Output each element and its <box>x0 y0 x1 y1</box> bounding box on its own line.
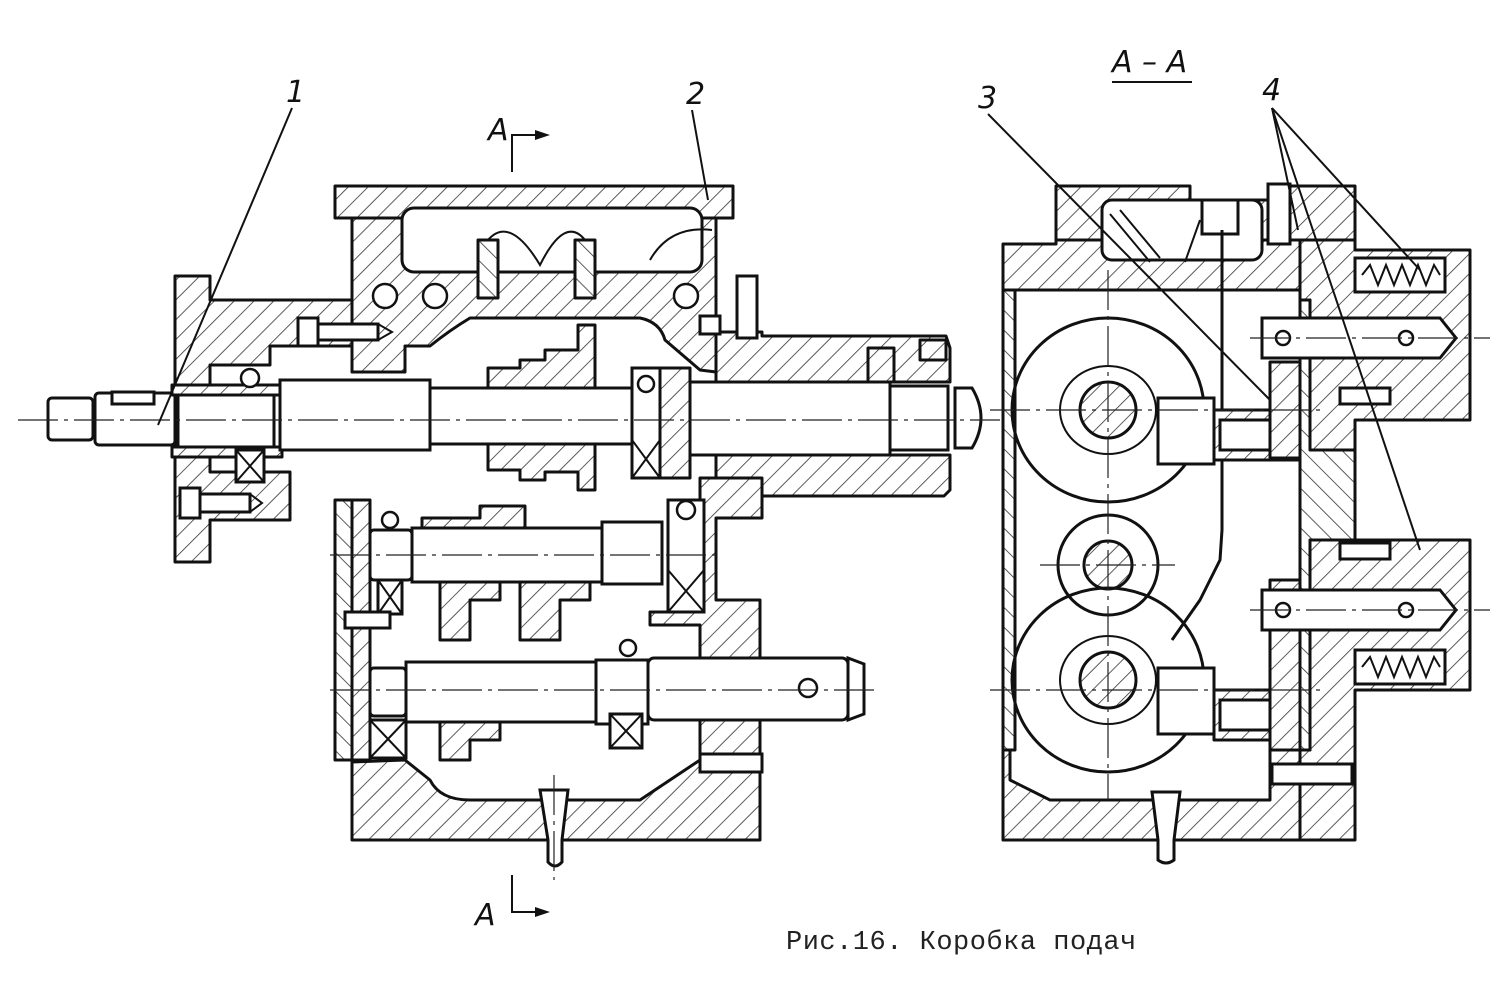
callout-2: 2 <box>686 77 709 201</box>
aa-spring <box>1109 209 1201 263</box>
lower-shaft <box>368 638 866 762</box>
housing-left-wall <box>333 498 354 762</box>
callout-2-label: 2 <box>686 77 705 112</box>
drain-plug <box>538 788 570 868</box>
aa-screw <box>1266 182 1292 246</box>
input-shaft <box>46 367 642 484</box>
callout-4-label: 4 <box>1262 73 1281 108</box>
cover-bolt <box>735 274 759 340</box>
aa-screw-bottom <box>1270 762 1354 786</box>
section-a-a-view: А – А <box>978 45 1490 865</box>
cover-screw <box>698 314 722 336</box>
upper-gear-cluster <box>486 323 597 390</box>
callout-4: 4 <box>1262 73 1421 551</box>
aa-screw-upper <box>1338 386 1392 406</box>
aa-shifter-upper <box>1156 396 1216 466</box>
section-mark-top: А <box>486 113 550 172</box>
section-mark-bottom-label: А <box>473 898 496 933</box>
callout-3-label: 3 <box>978 81 997 116</box>
housing-left-body <box>350 498 372 762</box>
section-mark-top-label: А <box>486 113 509 148</box>
right-shaft <box>688 380 892 457</box>
section-title: А – А <box>1110 45 1187 80</box>
aa-cover-bolt <box>1200 198 1240 236</box>
aa-drain-plug <box>1150 790 1182 865</box>
left-flange <box>173 274 354 564</box>
lower-right-bolt <box>698 752 764 774</box>
spring-cavity <box>400 206 704 274</box>
springs <box>476 228 713 300</box>
left-screw <box>343 610 392 630</box>
flange-bolts <box>178 316 395 520</box>
aa-screw-lower <box>1338 541 1392 561</box>
section-mark-bottom: А <box>473 875 550 933</box>
callout-1-label: 1 <box>286 75 305 110</box>
figure-caption: Рис.16. Коробка подач <box>786 928 1137 958</box>
main-view: А А 1 2 <box>18 75 1000 933</box>
callout-3: 3 <box>978 81 1271 401</box>
aa-detent-springs <box>1353 256 1447 686</box>
shaft-cap <box>953 386 983 450</box>
upper-gear-cluster-lower <box>486 442 597 492</box>
aa-right-block-lower <box>1298 538 1472 842</box>
right-shaft-end <box>888 384 950 452</box>
aa-bottom <box>1001 748 1302 842</box>
aa-rods <box>1260 316 1458 632</box>
callout-1: 1 <box>157 75 305 426</box>
aa-shifter-lower <box>1156 666 1216 736</box>
